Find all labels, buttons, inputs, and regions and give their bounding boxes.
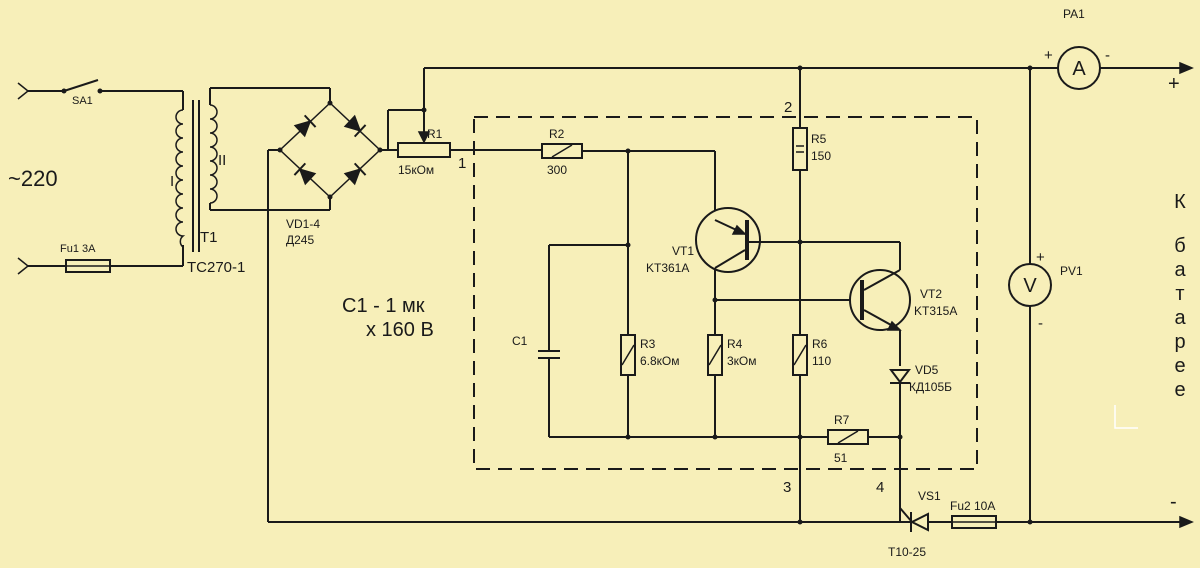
capacitor-c1: C1 [512, 245, 560, 437]
ammeter-minus-label: - [1105, 47, 1110, 64]
resistor-r7: R7 51 [827, 413, 903, 465]
ammeter-plus-label: + [1044, 47, 1053, 64]
ammeter-pa1: A + - PA1 [1044, 7, 1110, 90]
node-1-label: 1 [458, 155, 466, 172]
c1-ref-label: C1 [512, 334, 528, 348]
vt1-ref-label: VT1 [672, 244, 694, 258]
transformer-ref-label: T1 [200, 229, 218, 246]
primary-winding-label: I [170, 173, 174, 190]
vt1-model-label: KT361A [646, 261, 689, 275]
fuse1-label: Fu1 3A [60, 243, 96, 255]
ammeter-ref-label: PA1 [1063, 7, 1085, 21]
output-caption: К б а т а р е е [1174, 191, 1186, 401]
voltmeter-plus-label: + [1036, 249, 1045, 266]
secondary-winding-label: II [218, 152, 226, 169]
transformer-t1: I II T1 TC270-1 [170, 88, 245, 276]
r2-value-label: 300 [547, 163, 567, 177]
r1-ref-label: R1 [427, 127, 443, 141]
output-minus-label: - [1170, 491, 1177, 513]
r1-value-label: 15кОм [398, 163, 434, 177]
caption-letter: К [1174, 191, 1186, 213]
corner-mark [1114, 405, 1138, 429]
transistor-vt1: VT1 KT361A [646, 151, 803, 335]
resistor-r1: R1 15кОм 1 [380, 127, 542, 177]
r7-ref-label: R7 [834, 413, 850, 427]
input-terminal-bottom [17, 257, 30, 275]
r4-ref-label: R4 [727, 337, 743, 351]
caption-letter: р [1174, 331, 1185, 353]
bridge-model-label: Д245 [286, 233, 314, 247]
vd5-ref-label: VD5 [915, 363, 939, 377]
input-terminal-top [17, 82, 30, 100]
caption-letter: а [1174, 307, 1186, 329]
output-plus-label: + [1168, 73, 1180, 95]
node-3-label: 3 [783, 479, 791, 496]
r4-value-label: 3кОм [727, 354, 757, 368]
mains-voltage-label: ~220 [8, 166, 58, 191]
fuse-fu2: Fu2 10A - [950, 491, 1194, 529]
transistor-vt2: VT2 KT315A [849, 242, 957, 366]
caption-letter: б [1174, 235, 1185, 257]
voltmeter-ref-label: PV1 [1060, 264, 1083, 278]
switch-sa1: SA1 [61, 79, 183, 107]
c1-note-line2: x 160 В [366, 319, 434, 341]
vs1-model-label: T10-25 [888, 545, 926, 559]
caption-letter: е [1174, 379, 1185, 401]
node-4-label: 4 [876, 479, 884, 496]
r3-ref-label: R3 [640, 337, 656, 351]
resistor-r6: R6 110 3 [783, 334, 831, 522]
caption-letter: а [1174, 259, 1186, 281]
voltmeter-pv1: V + - PV1 [1008, 65, 1083, 522]
bridge-ref-label: VD1-4 [286, 217, 320, 231]
node-2-label: 2 [784, 99, 792, 116]
control-module-boundary [473, 116, 978, 470]
caption-letter: т [1175, 283, 1184, 305]
r6-value-label: 110 [812, 354, 831, 368]
r2-ref-label: R2 [549, 127, 565, 141]
vs1-ref-label: VS1 [918, 489, 941, 503]
r5-ref-label: R5 [811, 132, 827, 146]
voltmeter-minus-label: - [1038, 315, 1043, 332]
mains-input: ~220 [8, 82, 62, 275]
fuse-fu1: Fu1 3A [28, 243, 183, 273]
diode-bridge-vd1-4: VD1-4 Д245 [210, 87, 383, 247]
transformer-model-label: TC270-1 [187, 259, 245, 276]
vt2-ref-label: VT2 [920, 287, 942, 301]
resistor-r5: 2 R5 150 [784, 65, 831, 335]
resistor-r3: R3 6.8кОм [620, 334, 680, 437]
resistor-r2: R2 300 [541, 127, 715, 177]
r3-value-label: 6.8кОм [640, 354, 680, 368]
switch-label: SA1 [72, 95, 93, 107]
r6-ref-label: R6 [812, 337, 828, 351]
vd5-model-label: КД105Б [909, 380, 952, 394]
voltmeter-symbol: V [1023, 275, 1037, 297]
vt2-model-label: KT315A [914, 304, 957, 318]
resistor-r4: R4 3кОм [707, 334, 757, 437]
c1-note-line1: C1 - 1 мк [342, 295, 425, 317]
thyristor-vs1: VS1 T10-25 [888, 489, 952, 559]
caption-letter: е [1174, 355, 1185, 377]
negative-rail [268, 519, 900, 525]
ammeter-symbol: A [1072, 58, 1086, 80]
fuse2-label: Fu2 10A [950, 499, 995, 513]
diode-vd5: VD5 КД105Б 4 [876, 363, 952, 522]
r7-value-label: 51 [834, 451, 848, 465]
r5-value-label: 150 [811, 149, 831, 163]
